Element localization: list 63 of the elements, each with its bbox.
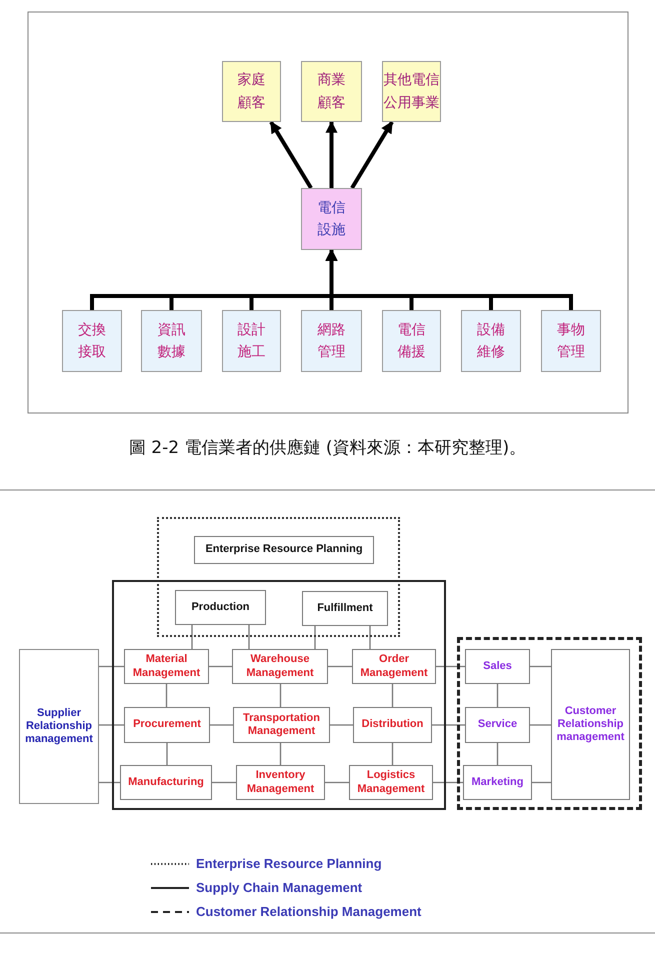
process-box: Enterprise Resource Planning <box>194 536 374 564</box>
connector <box>369 626 371 649</box>
process-box: Distribution <box>353 707 432 743</box>
connector <box>99 724 124 726</box>
function-box: 資訊數據 <box>141 310 202 372</box>
arrow <box>269 120 313 190</box>
function-box: 交換接取 <box>62 310 122 372</box>
process-box: Procurement <box>124 707 210 743</box>
process-box: Order Management <box>352 649 436 684</box>
connector <box>314 626 316 649</box>
function-box: 網路管理 <box>301 310 362 372</box>
process-box: Logistics Management <box>349 765 433 800</box>
process-box: Inventory Management <box>236 765 325 800</box>
connector <box>99 782 120 784</box>
customer-box: 家庭顧客 <box>222 61 281 122</box>
facility-box: 電信設施 <box>301 188 362 250</box>
connector <box>248 625 250 649</box>
figure-caption: 圖 2-2 電信業者的供應鏈 (資料來源：本研究整理)。 <box>128 437 528 459</box>
customer-box: 其他電信公用事業 <box>382 61 441 122</box>
connector <box>210 724 233 726</box>
legend-text: Supply Chain Management <box>196 880 362 896</box>
connector <box>532 782 551 784</box>
function-box: 電信備援 <box>382 310 441 372</box>
arrow <box>326 120 338 188</box>
function-box: 設備維修 <box>461 310 521 372</box>
dashed-frame <box>457 637 642 810</box>
process-box: Sales <box>465 649 530 684</box>
process-box: Supplier Relationship management <box>19 649 99 804</box>
connector <box>325 782 349 784</box>
process-box: Warehouse Management <box>232 649 328 684</box>
process-box: Fulfillment <box>302 591 388 626</box>
connector <box>166 743 168 765</box>
connector <box>99 666 124 668</box>
connector <box>530 724 551 726</box>
process-box: Production <box>175 590 266 625</box>
connector <box>328 666 352 668</box>
connector <box>433 782 463 784</box>
connector <box>392 684 394 707</box>
connector <box>209 666 232 668</box>
function-box: 設計施工 <box>222 310 281 372</box>
connector <box>496 743 498 765</box>
customer-box: 商業顧客 <box>301 61 362 122</box>
process-box: Material Management <box>124 649 209 684</box>
process-box: Marketing <box>463 765 532 800</box>
connector <box>330 724 353 726</box>
connector <box>530 666 551 668</box>
connector <box>191 625 193 649</box>
function-box: 事物管理 <box>541 310 601 372</box>
process-box: Service <box>465 707 530 743</box>
connector <box>166 684 168 707</box>
connector <box>496 684 498 707</box>
legend-text: Customer Relationship Management <box>196 904 422 920</box>
connector <box>392 743 394 765</box>
connector <box>212 782 236 784</box>
arrow <box>350 120 394 190</box>
legend-text: Enterprise Resource Planning <box>196 856 382 872</box>
connector <box>280 743 282 765</box>
process-box: Manufacturing <box>120 765 212 800</box>
connector <box>436 666 465 668</box>
connector <box>432 724 465 726</box>
process-box: Customer Relationship management <box>551 649 630 800</box>
connector <box>280 684 282 707</box>
process-box: Transportation Management <box>233 707 330 743</box>
